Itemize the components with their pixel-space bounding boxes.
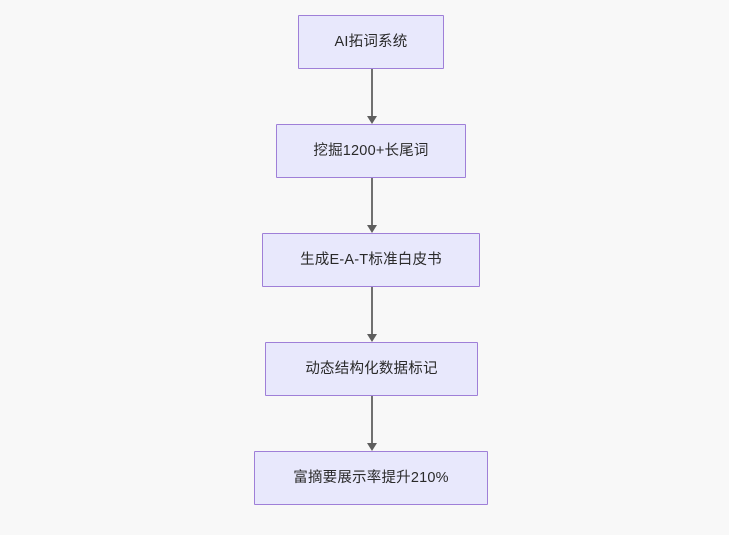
edge-line [371,287,373,335]
arrowhead-icon [366,443,377,451]
node-label: 动态结构化数据标记 [305,360,438,377]
flowchart-node-n5[interactable]: 富摘要展示率提升210% [254,451,488,505]
edge-line [371,396,373,444]
node-label: 挖掘1200+长尾词 [313,142,429,159]
flowchart-node-n1[interactable]: AI拓词系统 [298,15,444,69]
flowchart-node-n4[interactable]: 动态结构化数据标记 [265,342,478,396]
edge-line [371,178,373,226]
flowchart-node-n2[interactable]: 挖掘1200+长尾词 [276,124,466,178]
arrowhead-icon [366,225,377,233]
node-label: AI拓词系统 [334,33,408,50]
arrowhead-icon [366,116,377,124]
node-label: 生成E-A-T标准白皮书 [300,251,442,268]
flowchart-node-n3[interactable]: 生成E-A-T标准白皮书 [262,233,480,287]
node-label: 富摘要展示率提升210% [293,469,449,486]
arrowhead-icon [366,334,377,342]
edge-line [371,69,373,117]
